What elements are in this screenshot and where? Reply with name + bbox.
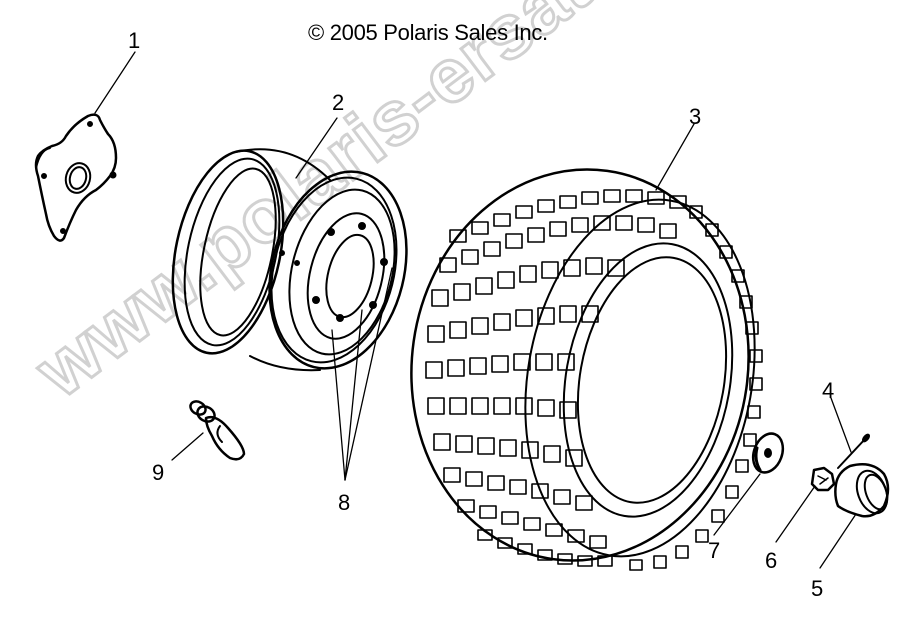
callout-3: 3: [689, 104, 702, 129]
callout-6: 6: [765, 548, 778, 573]
leader-line-7: [713, 473, 761, 536]
leader-lines-8: [331, 267, 393, 481]
copyright-text: © 2005 Polaris Sales Inc.: [308, 20, 548, 45]
leader-line-9: [171, 432, 204, 461]
callout-2: 2: [332, 90, 345, 115]
leader-line-5: [819, 513, 857, 569]
leader-line-6: [775, 485, 816, 543]
hub-plate-drawing: [34, 113, 118, 242]
washer-drawing: [751, 432, 785, 474]
callout-9: 9: [152, 460, 165, 485]
leader-line-1: [94, 51, 136, 114]
callout-1: 1: [128, 28, 141, 53]
valve-stem-drawing: [189, 400, 246, 461]
castle-nut-drawing: [810, 466, 836, 492]
hub-cap-drawing: [834, 463, 890, 518]
wheel-rim-drawing: [171, 148, 408, 372]
leader-line-3: [655, 123, 695, 191]
callout-8: 8: [338, 490, 351, 515]
cotter-pin-drawing: [837, 433, 870, 469]
tire-drawing: [410, 168, 763, 571]
callout-4: 4: [822, 378, 835, 403]
callout-7: 7: [708, 538, 721, 563]
leader-line-2: [295, 117, 338, 179]
callout-5: 5: [811, 576, 824, 601]
leader-line-4: [830, 397, 852, 453]
